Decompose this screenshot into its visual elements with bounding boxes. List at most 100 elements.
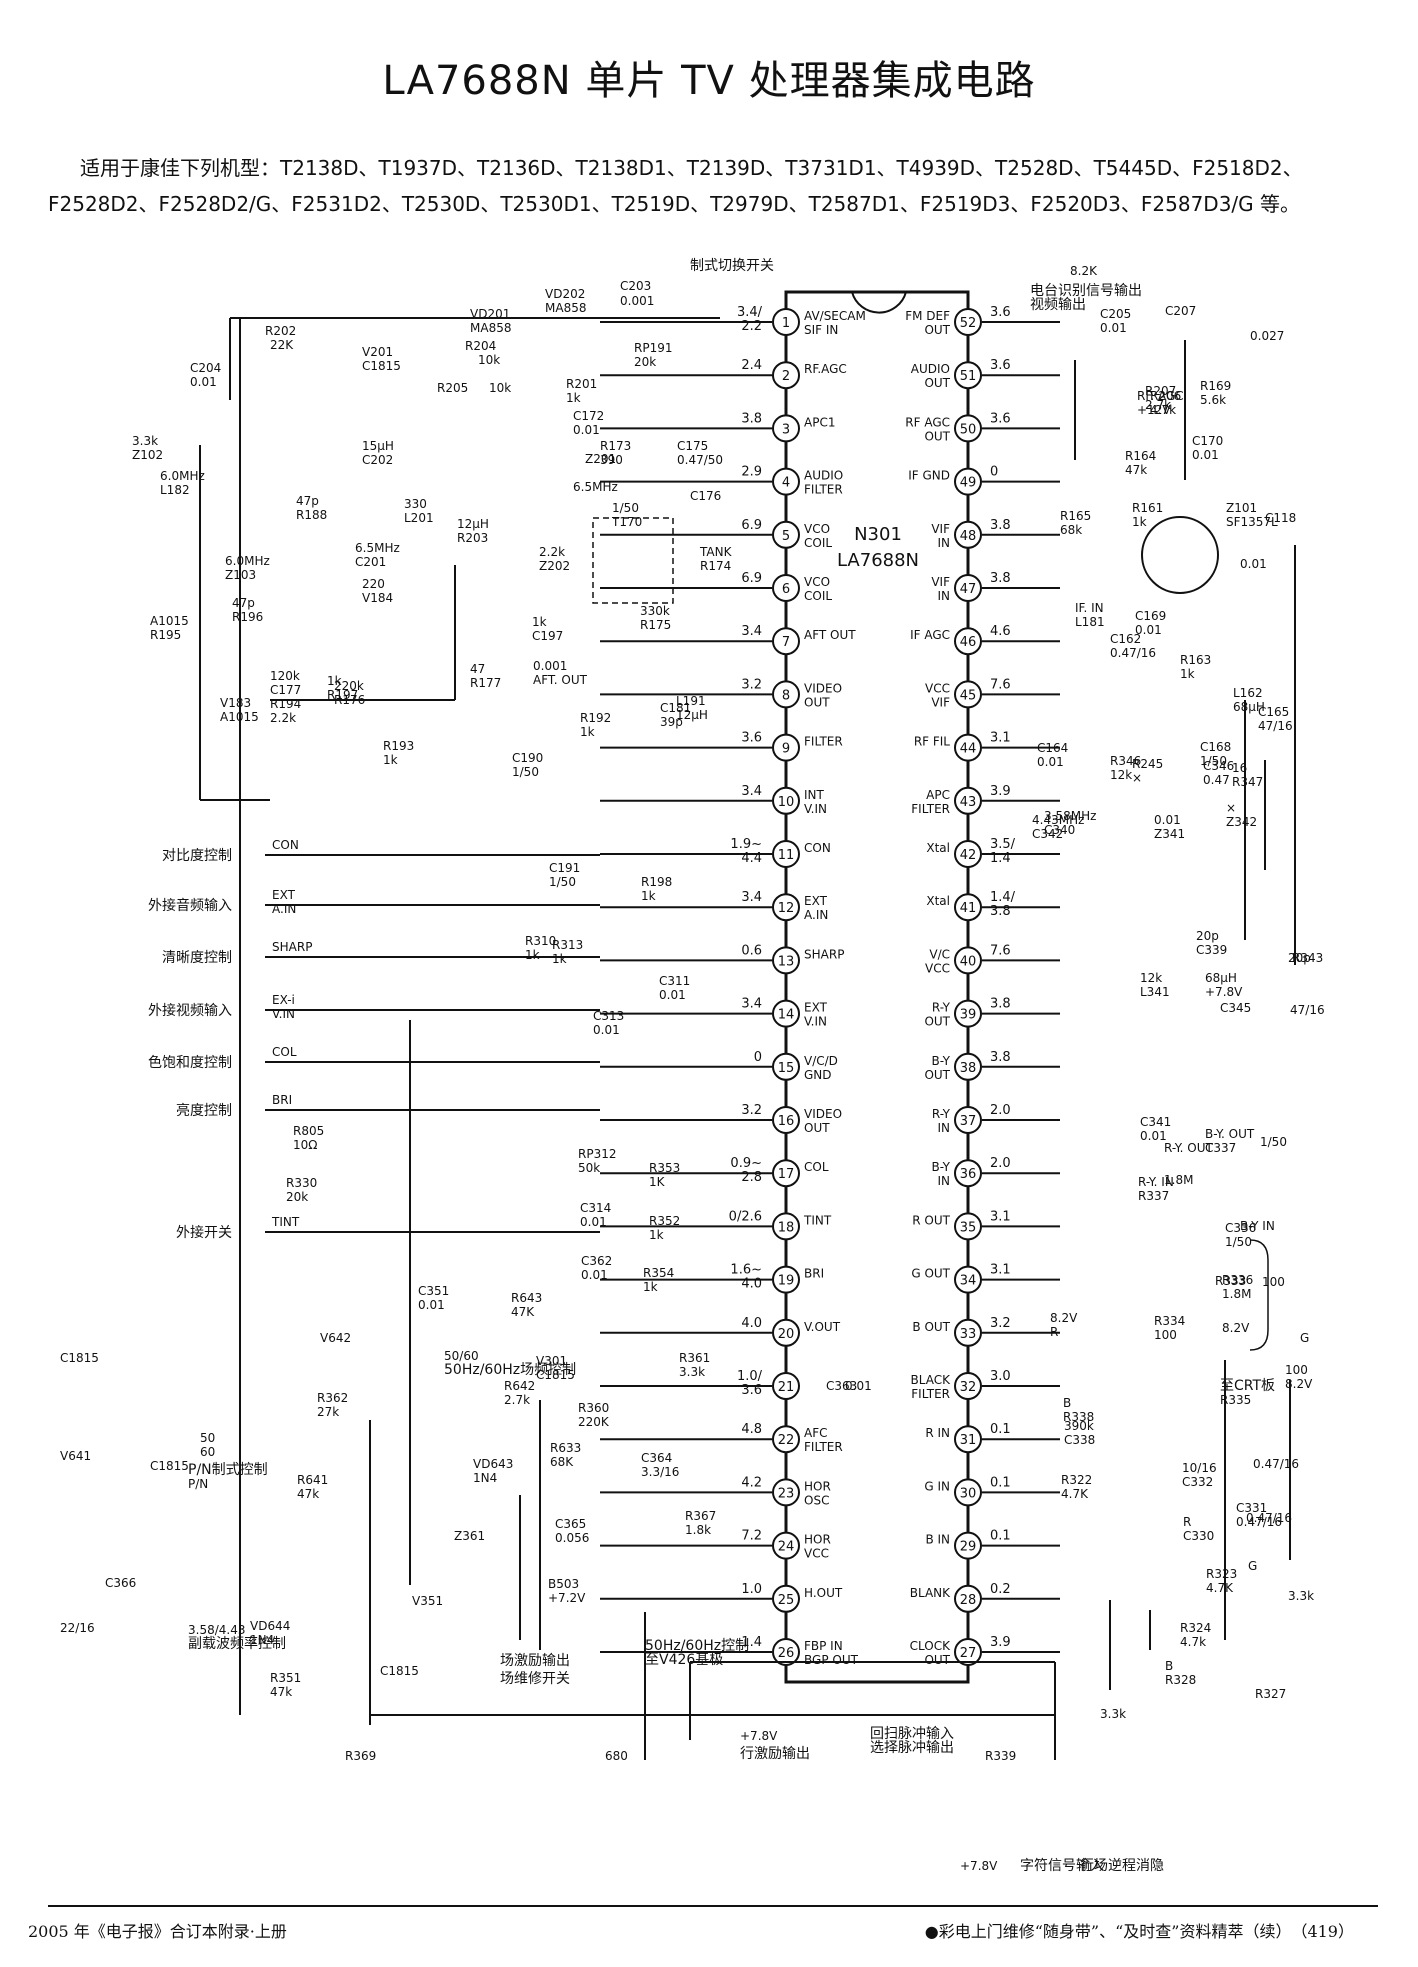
component-label: 1k: [552, 952, 567, 966]
pin-label: R-Y: [932, 1107, 951, 1121]
ic-ref: N301: [854, 524, 902, 545]
component-label: C362: [581, 1254, 612, 1268]
component-label: B-Y. OUT: [1205, 1127, 1255, 1141]
pin-circle: [772, 1212, 800, 1241]
pin-label-2: SIF IN: [804, 323, 838, 337]
component-label: 0.47/16: [1110, 646, 1156, 660]
component-label: C332: [1182, 1475, 1213, 1489]
pin-voltage: 3.8: [990, 518, 1011, 533]
component-label: 0.01: [581, 1268, 608, 1282]
component-label: 12μH: [676, 708, 708, 722]
ic-notch: [851, 291, 907, 314]
pin-circle: [954, 946, 982, 975]
component-label: L182: [160, 483, 190, 497]
pin-label: VIDEO: [804, 1107, 842, 1121]
component-label: R322: [1061, 1473, 1092, 1487]
pin-label-2: OUT: [924, 1653, 950, 1667]
pin-label: RF FIL: [914, 735, 950, 749]
left-control-labels: 对比度控制CON外接音频输入EXTA.IN清晰度控制SHARP外接视频输入EX-…: [148, 838, 600, 1241]
pin-voltage-2: 4.0: [741, 1277, 762, 1292]
component-label: 1k: [641, 889, 656, 903]
pin-voltage: 0: [990, 465, 998, 480]
pin-circle: [772, 946, 800, 975]
pin-voltage: 7.2: [741, 1529, 762, 1544]
pin-number: 23: [778, 1486, 795, 1501]
pin-label: VIDEO: [804, 681, 842, 695]
pin-number: 13: [778, 954, 795, 969]
pin-label: G IN: [924, 1479, 950, 1493]
component-label: 68k: [1060, 523, 1082, 537]
pin-label-2: VIF: [931, 695, 950, 709]
component-label: R354: [643, 1266, 674, 1280]
component-label: C165: [1258, 705, 1289, 719]
component-label: G: [1248, 1559, 1257, 1573]
pin-number: 48: [960, 529, 977, 544]
component-label: 50k: [578, 1161, 600, 1175]
component-label: C337: [1205, 1141, 1236, 1155]
component-label: Z202: [539, 559, 570, 573]
pin-voltage: 2.0: [990, 1156, 1011, 1171]
pin-label: CLOCK: [910, 1639, 951, 1653]
component-label: 5.6k: [1200, 393, 1226, 407]
component-label: 3.3k: [1100, 1707, 1126, 1721]
pin-circle: [772, 1265, 800, 1294]
component-label: 68μH: [1205, 971, 1237, 985]
pin-voltage: 1.4/: [990, 890, 1016, 905]
pin-circle: [954, 308, 982, 336]
pin-label: AFT OUT: [804, 628, 856, 642]
pin-label-2: COIL: [804, 589, 832, 603]
pin-number: 41: [960, 901, 977, 916]
component-label: R362: [317, 1391, 348, 1405]
pin-label-2: IN: [937, 1121, 950, 1135]
component-label: 0.47/16: [1236, 1515, 1282, 1529]
component-label: 22/16: [60, 1621, 95, 1635]
component-label: 12k: [1140, 971, 1162, 985]
component-label: 2.2k: [539, 545, 565, 559]
pin-voltage: 4.8: [741, 1422, 762, 1437]
control-signal: COL: [272, 1045, 297, 1059]
pin-voltage: 3.4: [741, 890, 762, 905]
pin-label: R OUT: [912, 1213, 950, 1227]
pin-label: APC1: [804, 415, 835, 429]
pin-number: 39: [960, 1008, 977, 1023]
pin-circle: [954, 1265, 982, 1294]
pin-number: 18: [778, 1220, 795, 1235]
component-label: 390k: [1064, 1419, 1094, 1433]
component-label: 8.2V: [1050, 1311, 1078, 1325]
component-label: R192: [580, 711, 611, 725]
pin-circle: [954, 1318, 982, 1347]
pin-circle: [772, 1318, 800, 1347]
pin-label: G OUT: [911, 1267, 950, 1281]
component-label: 220: [362, 577, 385, 591]
component-label: VD643: [473, 1457, 513, 1471]
component-label: R203: [457, 531, 488, 545]
component-label: 47k: [270, 1685, 292, 1699]
component-label: 47K: [511, 1305, 535, 1319]
component-label: 回扫脉冲输入: [870, 1726, 954, 1742]
component-label: R353: [649, 1161, 680, 1175]
component-label: C191: [549, 861, 580, 875]
component-label: 0.01: [1037, 755, 1064, 769]
pin-voltage-2: 2.2: [741, 319, 762, 334]
component-label: C364: [641, 1451, 672, 1465]
pin-label: VIF: [931, 575, 950, 589]
control-name: 清晰度控制: [162, 950, 232, 966]
component-label: TANK: [699, 545, 733, 559]
component-label: R198: [641, 875, 672, 889]
pin-label-2: OUT: [924, 1015, 950, 1029]
component-label: 0.01: [1100, 321, 1127, 335]
component-label: 1k: [525, 948, 540, 962]
pin-label-2: VCC: [804, 1547, 829, 1561]
component-label: 3.3/16: [641, 1465, 679, 1479]
control-signal: SHARP: [272, 940, 312, 954]
component-label: 1.8M: [1222, 1287, 1251, 1301]
pin-number: 7: [782, 635, 790, 650]
component-label: 电台识别信号输出: [1030, 283, 1142, 299]
component-label: 10Ω: [293, 1138, 317, 1152]
pin-voltage: 1.0: [741, 1582, 762, 1597]
pin-label-2: OUT: [924, 1068, 950, 1082]
control-signal-2: V.IN: [272, 1007, 295, 1021]
pin-voltage: 3.4/: [737, 305, 763, 320]
pin-circle: [954, 1478, 982, 1507]
pin-circle: [954, 627, 982, 656]
